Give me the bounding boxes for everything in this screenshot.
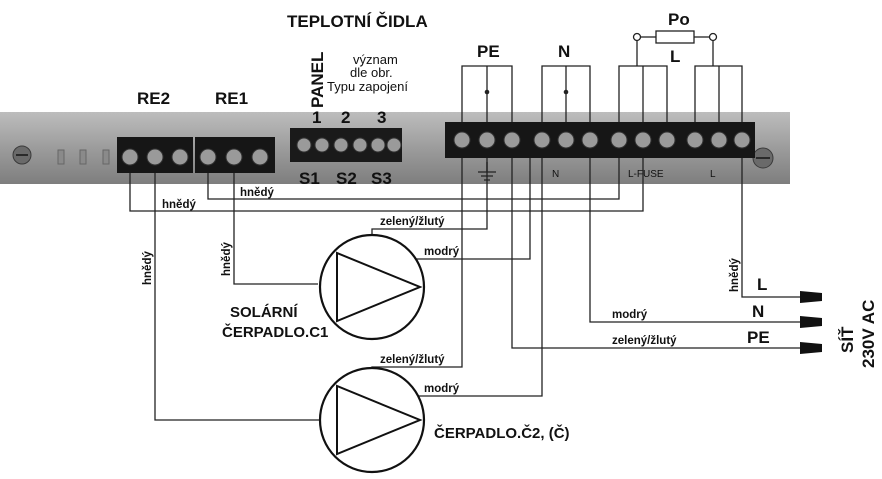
sensor-name-s2: S2 — [336, 169, 357, 188]
wire-label-brown-2: hnědý — [240, 187, 274, 199]
sensor-name-s1: S1 — [299, 169, 320, 188]
relay-label-re2: RE2 — [137, 89, 170, 108]
wire-label-blue-mains: modrý — [612, 309, 648, 321]
sensor-number-2: 2 — [341, 108, 350, 127]
mains-label-pe: PE — [747, 328, 770, 347]
sensor-number-3: 3 — [377, 108, 386, 127]
pump-icon-2 — [318, 366, 426, 474]
group-bracket-pe — [461, 65, 513, 122]
wire-pump1-n — [407, 158, 531, 260]
pump-icon-1 — [318, 233, 426, 341]
board-mark-lfuse: L-FUSE — [628, 169, 664, 180]
board-mark-l: L — [710, 169, 716, 180]
terminal-block-n — [527, 122, 609, 158]
terminal-block-l — [683, 122, 755, 158]
board-mark-n: N — [552, 169, 559, 180]
wire-label-brown-4: hnědý — [221, 242, 233, 276]
sensor-name-s3: S3 — [371, 169, 392, 188]
terminal-block-re1 — [195, 137, 275, 173]
mains-arrow-n — [800, 316, 822, 328]
wire-label-green-yellow-2: zelený/žlutý — [380, 354, 445, 366]
pump1-label-line1: SOLÁRNÍ — [230, 304, 298, 321]
wire-brown-common — [129, 158, 644, 212]
pump2-label: ČERPADLO.Č2, (Č) — [434, 424, 570, 442]
board-led-1 — [57, 149, 65, 165]
group-label-l: L — [670, 47, 680, 66]
wire-label-brown-1: hnědý — [162, 199, 196, 211]
wire-re1-to-pump1 — [233, 173, 318, 285]
board-screw-left — [12, 145, 32, 165]
wire-label-brown-5: hnědý — [729, 258, 741, 292]
mains-label-n: N — [752, 302, 764, 321]
group-label-pe: PE — [477, 42, 500, 61]
wire-label-brown-3: hnědý — [142, 251, 154, 285]
terminal-block-sensors — [290, 128, 402, 162]
wire-mains-n — [589, 158, 812, 323]
wire-label-green-yellow-1: zelený/žlutý — [380, 216, 445, 228]
wire-label-blue-1: modrý — [424, 246, 460, 258]
group-label-fuse: Po — [668, 10, 690, 29]
fuse-icon — [632, 30, 718, 66]
group-label-n: N — [558, 42, 570, 61]
terminal-block-re2 — [117, 137, 193, 173]
panel-label: PANEL — [308, 52, 327, 108]
group-bracket-n — [541, 65, 591, 122]
mains-arrow-l — [800, 291, 822, 303]
board-led-3 — [102, 149, 110, 165]
wire-mains-l — [741, 158, 812, 298]
mains-arrow-pe — [800, 342, 822, 354]
sensor-number-1: 1 — [312, 108, 321, 127]
relay-label-re1: RE1 — [215, 89, 248, 108]
wire-pump2-n — [407, 158, 543, 397]
wire-label-blue-2: modrý — [424, 383, 460, 395]
sensors-title: TEPLOTNÍ ČIDLA — [287, 12, 428, 31]
wire-label-green-yellow-mains: zelený/žlutý — [612, 335, 677, 347]
group-bracket-l — [618, 65, 743, 122]
meaning-line-1: význam — [353, 52, 398, 67]
board-screw-right — [752, 147, 774, 169]
terminal-block-pe — [445, 122, 527, 158]
meaning-line-2: dle obr. — [350, 65, 393, 80]
pump1-label-line2: ČERPADLO.C1 — [222, 323, 328, 341]
meaning-line-3: Typu zapojení — [327, 79, 408, 94]
wire-re2-to-pump2 — [154, 173, 320, 421]
wire-mains-pe — [511, 158, 812, 349]
board-led-2 — [79, 149, 87, 165]
mains-title-line2: 230V AC — [859, 300, 878, 368]
mains-label-l: L — [757, 275, 767, 294]
mains-title-line1: SÍŤ — [838, 326, 857, 353]
terminal-block-lfuse — [607, 122, 683, 158]
